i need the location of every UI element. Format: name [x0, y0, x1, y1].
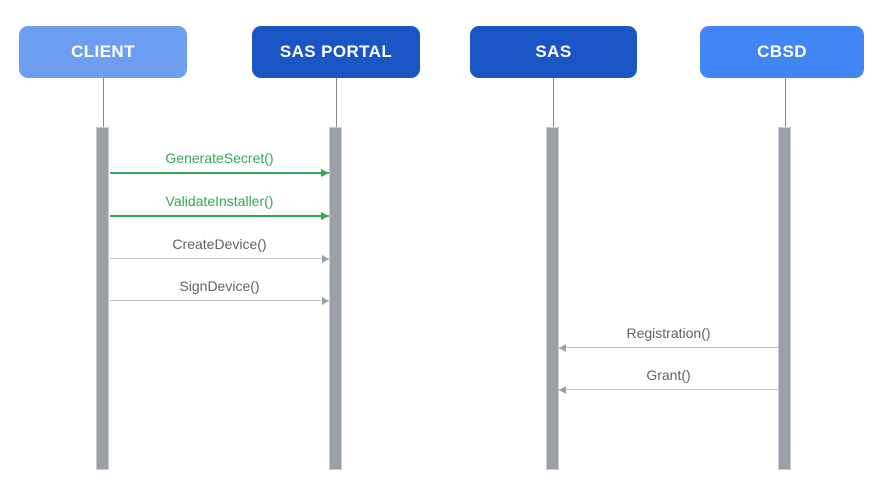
activation-bar-client [96, 127, 109, 470]
actor-label-client: CLIENT [71, 42, 135, 61]
message-create-device-label: CreateDevice() [172, 236, 267, 252]
lifeline-sas-portal [336, 78, 337, 127]
arrow-right-icon [322, 297, 329, 305]
activation-bar-cbsd [778, 127, 791, 470]
message-validate-installer-line [110, 215, 329, 217]
actor-box-cbsd: CBSD [700, 26, 864, 78]
message-sign-device: SignDevice() [110, 278, 329, 306]
actor-label-cbsd: CBSD [757, 42, 807, 61]
message-sign-device-label: SignDevice() [179, 278, 260, 294]
message-grant: Grant() [559, 367, 778, 395]
message-grant-label: Grant() [646, 367, 691, 383]
actor-box-sas: SAS [470, 26, 637, 78]
message-create-device: CreateDevice() [110, 236, 329, 264]
message-generate-secret-line [110, 172, 329, 174]
arrow-left-icon [559, 386, 566, 394]
message-sign-device-line [110, 300, 329, 301]
message-create-device-line [110, 258, 329, 259]
message-validate-installer: ValidateInstaller() [110, 193, 329, 221]
message-grant-line [559, 389, 778, 390]
message-registration-label: Registration() [626, 325, 711, 341]
message-registration-line [559, 347, 778, 348]
message-generate-secret-label: GenerateSecret() [165, 150, 274, 166]
arrow-right-icon [322, 255, 329, 263]
message-validate-installer-label: ValidateInstaller() [165, 193, 274, 209]
lifeline-cbsd [785, 78, 786, 127]
arrow-right-icon [321, 212, 329, 220]
message-registration: Registration() [559, 325, 778, 353]
activation-bar-sas-portal [329, 127, 342, 470]
message-generate-secret: GenerateSecret() [110, 150, 329, 178]
actor-box-sas-portal: SAS PORTAL [252, 26, 420, 78]
lifeline-sas [553, 78, 554, 127]
arrow-left-icon [559, 344, 566, 352]
actor-label-sas: SAS [535, 42, 572, 61]
activation-bar-sas [546, 127, 559, 470]
arrow-right-icon [321, 169, 329, 177]
actor-label-sas-portal: SAS PORTAL [279, 42, 393, 61]
actor-box-client: CLIENT [19, 26, 187, 78]
lifeline-client [103, 78, 104, 127]
